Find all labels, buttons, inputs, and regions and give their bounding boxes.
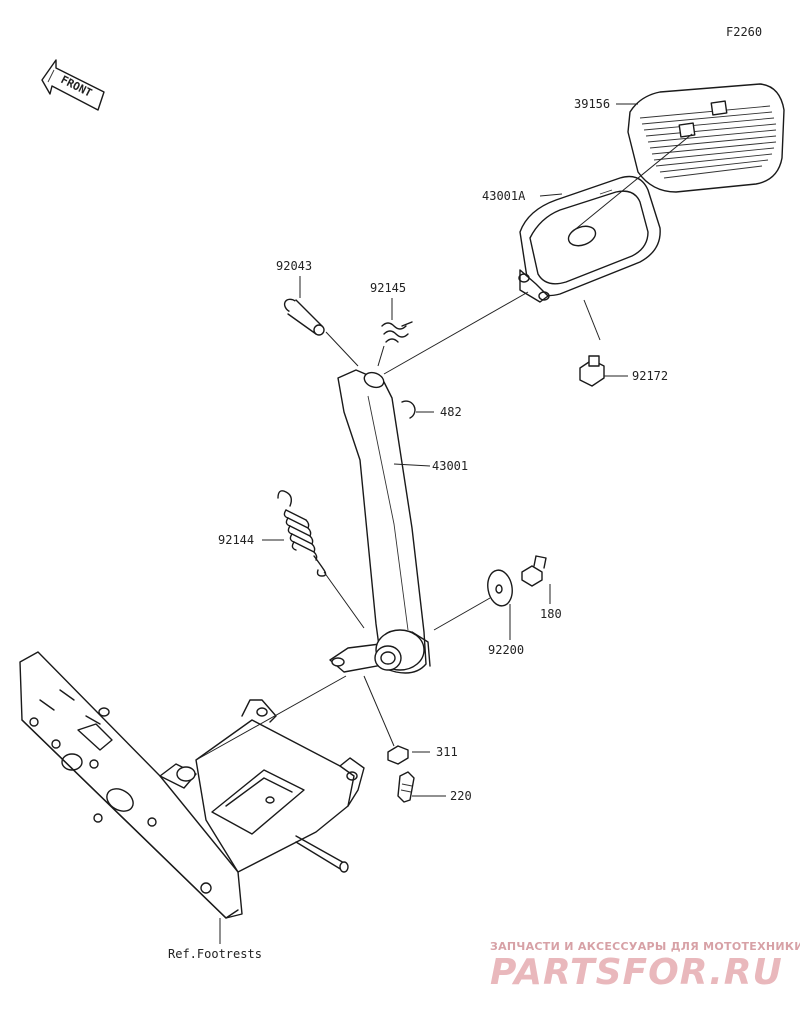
diagram-code: F2260 <box>726 25 762 39</box>
pin <box>283 298 325 336</box>
front-label: FRONT <box>59 73 95 100</box>
part-labels: 39156 43001A 92043 92145 482 43001 92172… <box>218 97 668 803</box>
part-label-482: 482 <box>440 405 462 419</box>
reference-note: Ref.Footrests <box>168 947 262 961</box>
return-spring <box>277 490 327 577</box>
watermark-logo: PARTSFOR.RU <box>490 952 783 993</box>
part-label-43001A: 43001A <box>482 189 526 203</box>
part-label-92200: 92200 <box>488 643 524 657</box>
brake-pedal-arm <box>329 369 431 674</box>
part-label-39156: 39156 <box>574 97 610 111</box>
leader-lines <box>195 103 693 944</box>
footrest-bracket <box>19 651 365 919</box>
washer <box>487 569 513 607</box>
pedal-plate <box>518 175 661 303</box>
spring-small <box>381 321 413 343</box>
part-label-220: 220 <box>450 789 472 803</box>
bolt-small <box>397 771 415 803</box>
watermark-tagline: ЗАПЧАСТИ И АКСЕССУАРЫ ДЛЯ МОТОТЕХНИКИ <box>490 940 800 953</box>
part-label-180: 180 <box>540 607 562 621</box>
part-label-92172: 92172 <box>632 369 668 383</box>
part-label-92144: 92144 <box>218 533 254 547</box>
part-label-92145: 92145 <box>370 281 406 295</box>
front-arrow-icon: FRONT <box>41 59 105 111</box>
part-label-92043: 92043 <box>276 259 312 273</box>
pedal-pad <box>627 83 785 193</box>
snap-ring <box>401 400 416 419</box>
part-label-43001: 43001 <box>432 459 468 473</box>
bolt <box>521 555 547 587</box>
part-label-311: 311 <box>436 745 458 759</box>
nut <box>387 745 409 765</box>
screw <box>579 355 605 387</box>
